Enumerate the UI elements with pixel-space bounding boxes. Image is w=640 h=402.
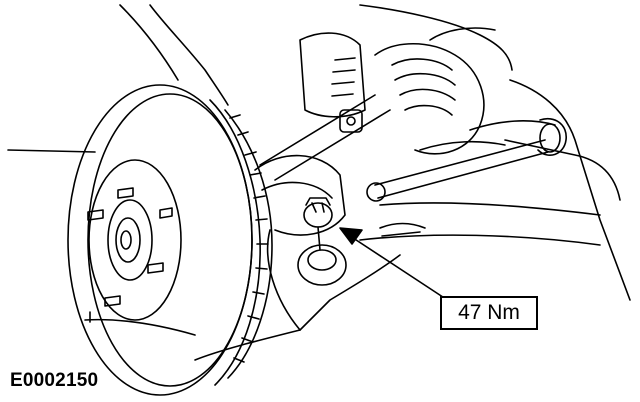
torque-value: 47 Nm <box>458 301 520 324</box>
driveshaft <box>259 27 496 181</box>
brake-disc <box>67 84 273 396</box>
strut-upper <box>299 32 366 133</box>
torque-pointer <box>339 227 456 306</box>
subframe <box>359 79 631 301</box>
wheel-hub <box>87 159 182 321</box>
ball-joint <box>297 197 347 286</box>
wheel-arch <box>7 4 513 153</box>
torque-callout: 47 Nm <box>440 296 538 330</box>
stabilizer-link <box>366 139 549 237</box>
figure-id: E0002150 <box>10 370 99 391</box>
steering-knuckle <box>84 154 401 361</box>
